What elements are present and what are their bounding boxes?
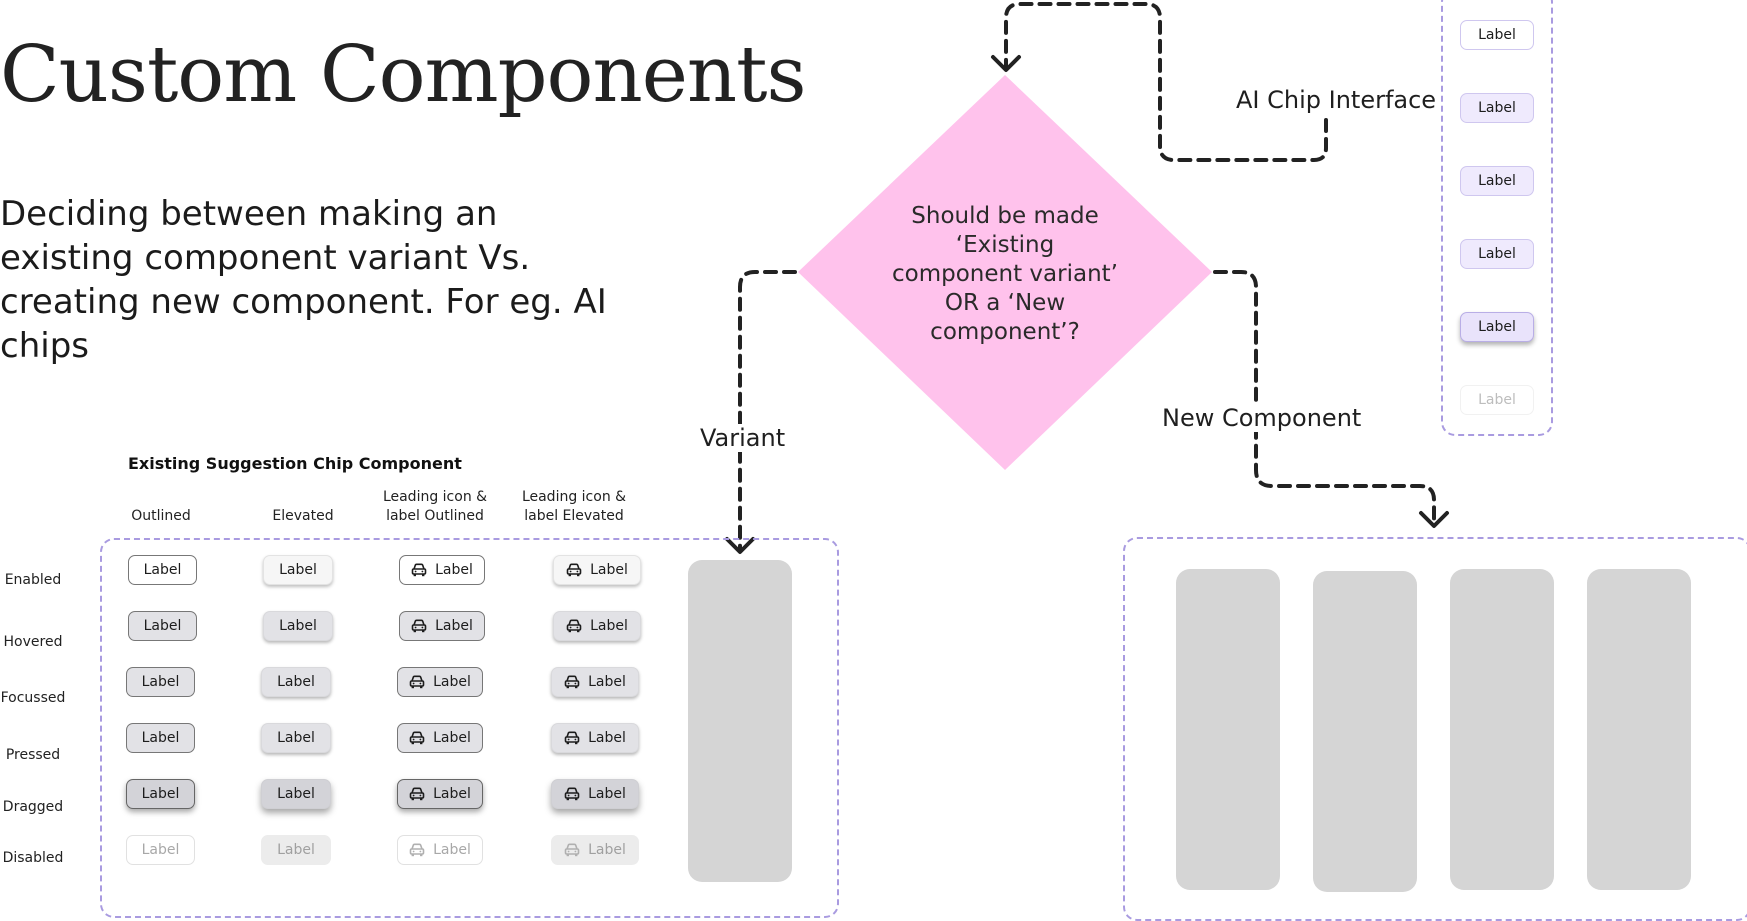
new-component-label: New Component — [1162, 404, 1362, 432]
chip-icon-elevated-pressed[interactable]: Label — [551, 723, 639, 753]
row-label-focussed: Focussed — [0, 690, 66, 706]
ai-chip-interface-label: AI Chip Interface — [1236, 86, 1437, 114]
chip-label: Label — [143, 618, 182, 634]
car-icon — [564, 843, 580, 857]
chip-label: Label — [590, 562, 628, 578]
car-icon — [409, 675, 425, 689]
chip-outlined-dragged[interactable]: Label — [126, 779, 195, 809]
chip-elevated-focussed[interactable]: Label — [261, 667, 331, 697]
chip-label: Label — [277, 674, 315, 690]
car-icon — [409, 731, 425, 745]
row-label-pressed: Pressed — [5, 747, 61, 763]
car-icon — [564, 675, 580, 689]
car-icon — [566, 619, 582, 633]
chip-elevated-hovered[interactable]: Label — [263, 611, 333, 641]
chip-icon-elevated-focussed[interactable]: Label — [551, 667, 639, 697]
decision-diamond — [798, 75, 1212, 470]
row-label-dragged: Dragged — [2, 799, 64, 815]
new-component-placeholder-3 — [1450, 569, 1554, 890]
chip-outlined-hovered[interactable]: Label — [128, 611, 197, 641]
chip-label: Label — [279, 562, 317, 578]
ai-chip-hovered[interactable]: Label — [1460, 93, 1534, 123]
existing-section-title: Existing Suggestion Chip Component — [128, 454, 462, 473]
car-icon — [564, 731, 580, 745]
connector-interface-to-question — [1004, 2, 1328, 162]
ai-chip-focussed[interactable]: Label — [1460, 166, 1534, 196]
chip-label: Label — [588, 674, 626, 690]
row-label-hovered: Hovered — [3, 634, 63, 650]
chip-outlined-disabled: Label — [126, 835, 195, 865]
variant-placeholder — [688, 560, 792, 882]
ai-chip-interface-frame — [1441, 0, 1553, 436]
existing-variants-frame — [100, 538, 839, 918]
new-component-placeholder-4 — [1587, 569, 1691, 890]
chip-label: Label — [277, 730, 315, 746]
chip-outlined-enabled[interactable]: Label — [128, 555, 197, 585]
chip-label: Label — [141, 730, 180, 746]
car-icon — [411, 619, 427, 633]
chip-label: Label — [588, 786, 626, 802]
car-icon — [411, 563, 427, 577]
chip-label: Label — [277, 786, 315, 802]
chip-label: Label — [141, 786, 180, 802]
chip-icon-outlined-disabled: Label — [397, 835, 483, 865]
page-title: Custom Components — [0, 30, 807, 120]
chip-icon-elevated-hovered[interactable]: Label — [553, 611, 641, 641]
chip-icon-outlined-focussed[interactable]: Label — [397, 667, 483, 697]
chip-label: Label — [435, 562, 473, 578]
chip-icon-outlined-pressed[interactable]: Label — [397, 723, 483, 753]
decision-question: Should be made ‘Existing component varia… — [892, 203, 1118, 345]
connector-question-to-variant — [738, 270, 797, 550]
car-icon — [564, 787, 580, 801]
car-icon — [409, 787, 425, 801]
chip-icon-elevated-dragged[interactable]: Label — [551, 779, 639, 809]
row-label-enabled: Enabled — [4, 572, 62, 588]
chip-icon-elevated-disabled: Label — [551, 835, 639, 865]
chip-icon-outlined-dragged[interactable]: Label — [397, 779, 483, 809]
chip-elevated-enabled[interactable]: Label — [263, 555, 333, 585]
chip-label: Label — [141, 674, 180, 690]
ai-chip-dragged[interactable]: Label — [1460, 312, 1534, 342]
chip-label: Label — [433, 730, 471, 746]
chip-icon-outlined-enabled[interactable]: Label — [399, 555, 485, 585]
ai-chip-enabled[interactable]: Label — [1460, 20, 1534, 50]
chip-icon-outlined-hovered[interactable]: Label — [399, 611, 485, 641]
column-header-icon-outlined: Leading icon & label Outlined — [382, 489, 488, 524]
column-header-icon-elevated: Leading icon & label Elevated — [521, 489, 627, 524]
chip-label: Label — [435, 618, 473, 634]
new-component-placeholder-1 — [1176, 569, 1280, 890]
connector-question-to-new — [1213, 270, 1436, 524]
chip-label: Label — [279, 618, 317, 634]
chip-icon-elevated-enabled[interactable]: Label — [553, 555, 641, 585]
chip-label: Label — [433, 674, 471, 690]
arrowhead-new — [1419, 511, 1449, 528]
row-label-disabled: Disabled — [2, 850, 64, 866]
chip-label: Label — [590, 618, 628, 634]
arrowhead-question — [991, 55, 1021, 72]
column-header-elevated: Elevated — [272, 508, 334, 524]
chip-label: Label — [141, 842, 180, 858]
arrowhead-variant — [725, 537, 755, 554]
chip-label: Label — [588, 730, 626, 746]
car-icon — [409, 843, 425, 857]
ai-chip-disabled: Label — [1460, 385, 1534, 415]
chip-label: Label — [433, 786, 471, 802]
chip-label: Label — [143, 562, 182, 578]
chip-label: Label — [433, 842, 471, 858]
chip-elevated-pressed[interactable]: Label — [261, 723, 331, 753]
chip-elevated-disabled: Label — [261, 835, 331, 865]
page-subtitle: Deciding between making an existing comp… — [0, 194, 607, 366]
chip-outlined-pressed[interactable]: Label — [126, 723, 195, 753]
car-icon — [566, 563, 582, 577]
column-header-outlined: Outlined — [131, 508, 191, 524]
chip-label: Label — [588, 842, 626, 858]
chip-label: Label — [277, 842, 315, 858]
variant-label: Variant — [700, 424, 786, 452]
chip-outlined-focussed[interactable]: Label — [126, 667, 195, 697]
chip-elevated-dragged[interactable]: Label — [261, 779, 331, 809]
new-component-placeholder-2 — [1313, 571, 1417, 892]
ai-chip-pressed[interactable]: Label — [1460, 239, 1534, 269]
